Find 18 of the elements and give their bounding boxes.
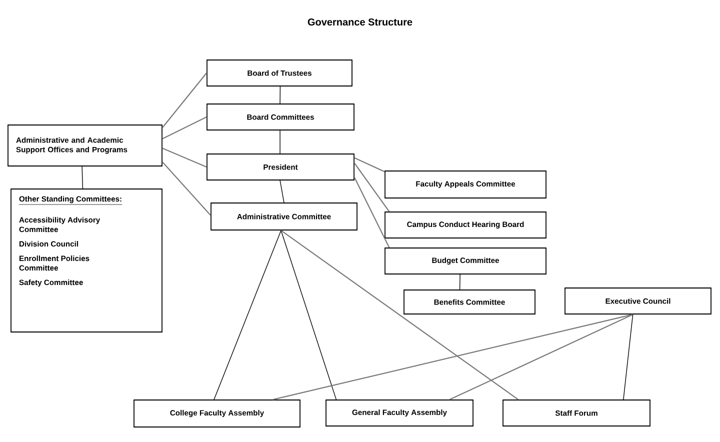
connector-line [280,230,337,400]
connector-line [162,148,207,168]
connector-line [162,162,211,216]
connector-line [354,157,385,172]
connector-line [623,314,634,400]
connector-line [280,180,284,203]
connector-line [354,177,390,248]
connector-line [280,230,519,400]
connector-line [162,116,207,140]
title: Governance Structure [308,18,412,26]
connector-line [354,162,390,212]
connector-line [280,86,281,104]
connector-line [459,274,460,290]
connector-line [272,314,633,400]
connector-line [214,230,282,400]
connector-line [162,72,207,128]
connector-line [82,166,84,189]
connector-line [449,314,634,400]
